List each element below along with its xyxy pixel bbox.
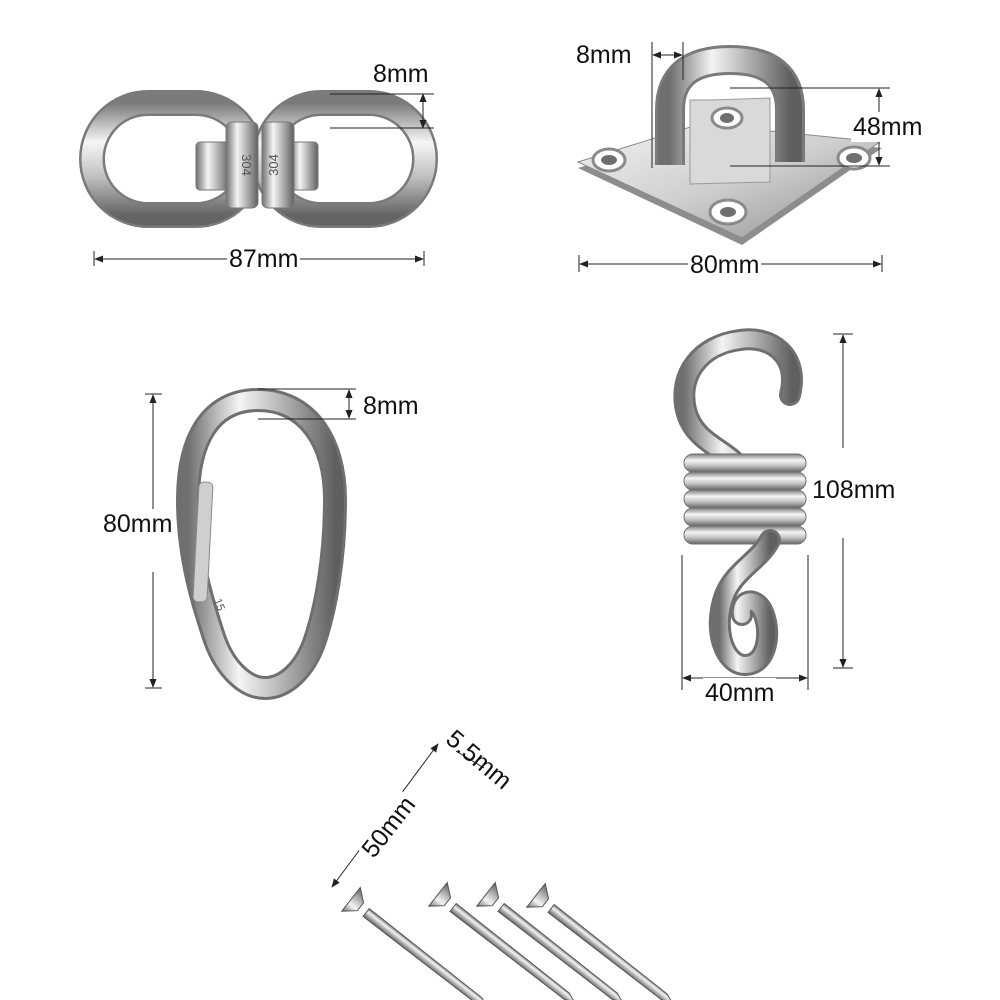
- spring-width-label: 40mm: [703, 678, 777, 708]
- diamond-pad-eye-plate: [576, 44, 882, 245]
- screw: [525, 882, 674, 1000]
- spring-dimension-lines: [681, 333, 853, 690]
- pad-eye-dimension-lines: [578, 42, 890, 272]
- carabiner-dimension-lines: [145, 388, 356, 689]
- carabiner-marking: 15: [211, 597, 226, 613]
- swivel-thickness-label: 8mm: [371, 59, 431, 89]
- swivel-marking-left: 304: [239, 154, 254, 176]
- screw: [475, 881, 624, 1000]
- heavy-duty-spring-hook: [673, 328, 807, 677]
- swivel-marking-right: 304: [266, 154, 281, 176]
- pad-eye-height-label: 48mm: [851, 112, 925, 142]
- spring-coils: [683, 453, 807, 545]
- pad-eye-width-label: 80mm: [688, 250, 762, 280]
- spring-height-label: 108mm: [810, 475, 898, 505]
- swivel-eye-connector: 304 304: [79, 90, 438, 228]
- carabiner-length-label: 80mm: [101, 509, 175, 539]
- swivel-length-label: 87mm: [227, 244, 301, 274]
- spring-snap-hook: 15: [175, 387, 348, 701]
- countersunk-wood-screws: [340, 881, 674, 1000]
- carabiner-thickness-label: 8mm: [361, 391, 421, 421]
- pad-eye-thickness-label: 8mm: [576, 41, 632, 69]
- screw: [427, 881, 576, 1000]
- screw: [340, 886, 489, 1000]
